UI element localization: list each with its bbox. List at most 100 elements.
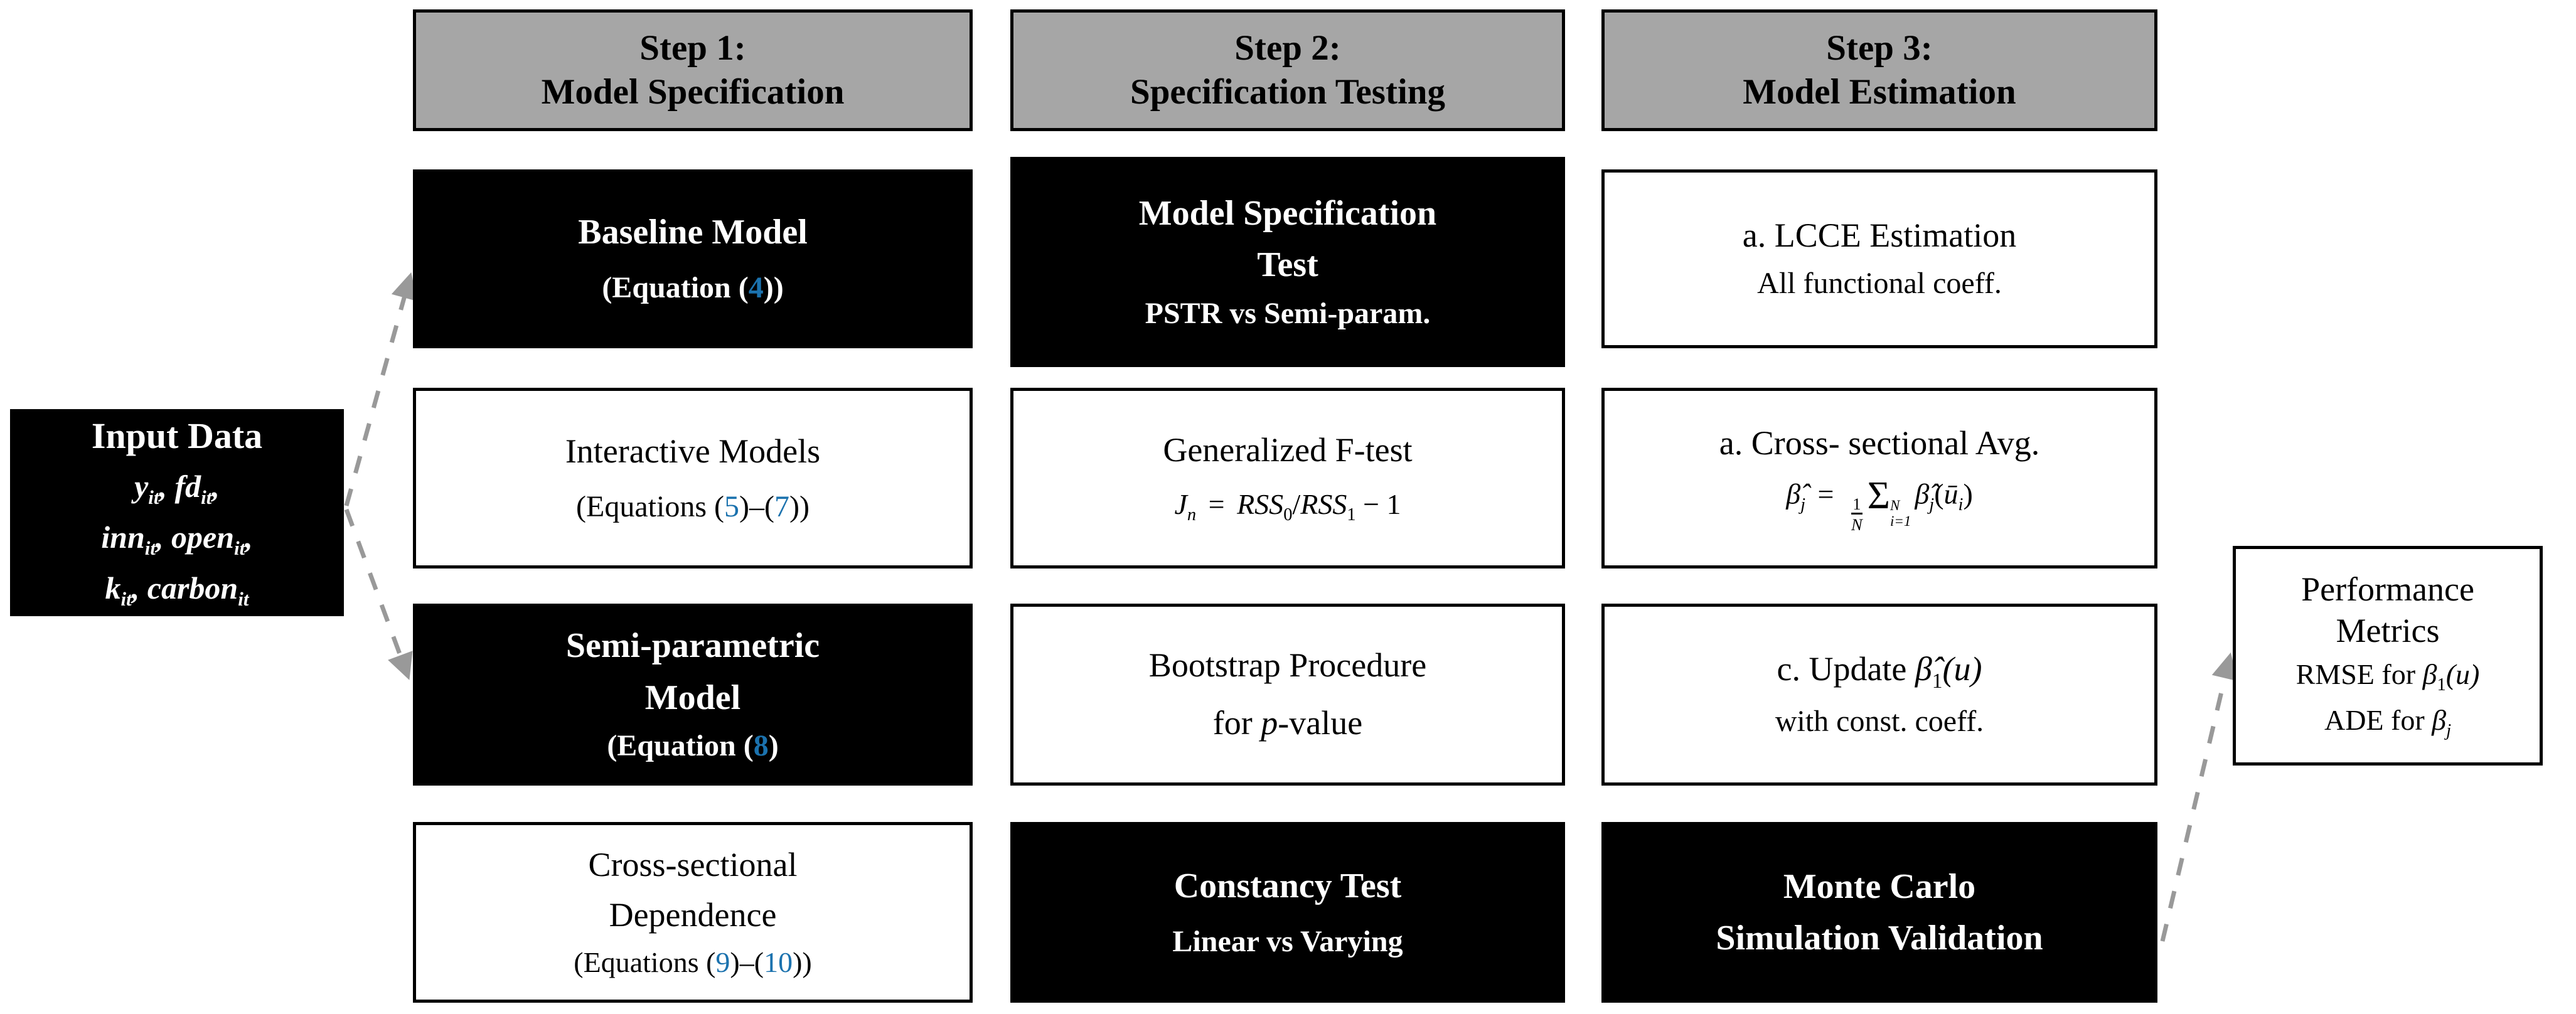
text-segment: -value bbox=[1278, 704, 1363, 742]
step2-header: Step 2: Specification Testing bbox=[1010, 9, 1565, 131]
crossdep-equation-line: (Equations (9)–(10)) bbox=[574, 945, 811, 980]
math-subscript: it bbox=[234, 536, 245, 559]
step3-header-line1: Step 3: bbox=[1826, 28, 1933, 68]
ftest-title: Generalized F-test bbox=[1163, 430, 1413, 469]
equation-text: )) bbox=[793, 946, 812, 978]
spec-test-line3: PSTR vs Semi-param. bbox=[1145, 296, 1431, 330]
math-var: RSS bbox=[1237, 488, 1284, 521]
step3-header: Step 3: Model Estimation bbox=[1601, 9, 2157, 131]
math-subscript: 1 bbox=[1932, 670, 1943, 693]
math-var: β bbox=[2432, 703, 2447, 736]
crossdep-title-line2: Dependence bbox=[609, 895, 777, 934]
input-data-vars-line3: kit, carbonit bbox=[105, 569, 249, 611]
interactive-models-title: Interactive Models bbox=[565, 432, 821, 470]
math-subscript: j bbox=[2446, 721, 2452, 741]
bootstrap-procedure-box: Bootstrap Procedure for p-value bbox=[1010, 604, 1565, 786]
equation-link[interactable]: 9 bbox=[715, 946, 730, 978]
equation-link[interactable]: 7 bbox=[774, 489, 789, 523]
input-data-box: Input Data yit, fdit, innit, openit, kit… bbox=[10, 409, 344, 616]
equation-text: ) bbox=[768, 729, 779, 763]
math-tail: (u) bbox=[1942, 650, 1982, 688]
math-subscript: j bbox=[1800, 495, 1806, 515]
math-slash: / bbox=[1292, 488, 1301, 521]
math-var: k bbox=[105, 570, 121, 606]
performance-rmse-line: RMSE for β1(u) bbox=[2296, 657, 2480, 696]
math-subscript: it bbox=[120, 587, 132, 610]
spec-test-line2: Test bbox=[1257, 245, 1318, 285]
math-paren: ( bbox=[1934, 478, 1944, 511]
constancy-line1: Constancy Test bbox=[1173, 866, 1402, 905]
crossdep-title-line1: Cross-sectional bbox=[588, 846, 798, 884]
ftest-formula: Jn = RSS0/RSS1 − 1 bbox=[1174, 487, 1401, 526]
text-segment: c. Update bbox=[1777, 650, 1915, 688]
text-segment: ADE for bbox=[2324, 703, 2432, 736]
performance-metrics-box: Performance Metrics RMSE for β1(u) ADE f… bbox=[2233, 546, 2543, 766]
montecarlo-line1: Monte Carlo bbox=[1783, 867, 1976, 906]
math-subscript: it bbox=[148, 486, 159, 509]
math-var: , carbon bbox=[131, 570, 238, 606]
step1-header-line1: Step 1: bbox=[639, 28, 746, 68]
step3-header-line2: Model Estimation bbox=[1743, 72, 2016, 112]
equation-text: )–( bbox=[730, 946, 764, 978]
math-comma: , bbox=[211, 469, 220, 504]
summation-upper-limit: N bbox=[1889, 498, 1900, 514]
interactive-models-box: Interactive Models (Equations (5)–(7)) bbox=[413, 388, 973, 568]
math-var: J bbox=[1174, 488, 1187, 521]
equation-text: (Equation ( bbox=[602, 271, 749, 305]
semiparametric-title-line1: Semi-parametric bbox=[565, 626, 820, 666]
math-subscript: 0 bbox=[1283, 505, 1293, 525]
performance-line1: Performance bbox=[2301, 570, 2474, 609]
summation-lower-limit: i=1 bbox=[1889, 513, 1911, 529]
input-data-vars-line2: innit, openit, bbox=[101, 518, 252, 560]
performance-ade-line: ADE for βj bbox=[2324, 703, 2451, 742]
csavg-line1: a. Cross- sectional Avg. bbox=[1719, 424, 2040, 462]
math-subscript: n bbox=[1187, 505, 1197, 525]
math-subscript: it bbox=[201, 486, 212, 509]
math-var: β̂ bbox=[1915, 478, 1930, 511]
math-subscript: it bbox=[144, 536, 156, 559]
baseline-model-box: Baseline Model (Equation (4)) bbox=[413, 169, 973, 348]
lcce-line1: a. LCCE Estimation bbox=[1742, 216, 2017, 255]
equation-link[interactable]: 10 bbox=[764, 946, 793, 978]
arrow-montecarlo-to-performance bbox=[2160, 652, 2238, 942]
math-var: β̂ bbox=[1915, 650, 1932, 688]
semiparametric-title-line2: Model bbox=[644, 678, 741, 717]
equation-text: (Equations ( bbox=[576, 489, 724, 523]
math-subscript: j bbox=[1929, 495, 1935, 515]
math-var: inn bbox=[101, 519, 145, 555]
update-line1: c. Update β̂1(u) bbox=[1777, 649, 1982, 695]
math-equals: = bbox=[1810, 478, 1841, 511]
text-segment: for bbox=[1212, 704, 1261, 742]
lcce-estimation-box: a. LCCE Estimation All functional coeff. bbox=[1601, 169, 2157, 348]
equation-text: (Equations ( bbox=[574, 946, 716, 978]
arrow-input-to-baseline bbox=[344, 272, 417, 506]
equation-link[interactable]: 4 bbox=[748, 271, 764, 305]
step2-header-line2: Specification Testing bbox=[1130, 72, 1445, 112]
fraction-denominator: N bbox=[1851, 513, 1863, 533]
math-tail: − 1 bbox=[1355, 488, 1401, 521]
step1-header-line2: Model Specification bbox=[541, 72, 845, 112]
math-subscript: 1 bbox=[2437, 675, 2446, 695]
constancy-test-box: Constancy Test Linear vs Varying bbox=[1010, 822, 1565, 1003]
baseline-model-equation-line: (Equation (4)) bbox=[602, 270, 783, 307]
math-var: ū bbox=[1943, 478, 1959, 511]
constancy-line2: Linear vs Varying bbox=[1172, 924, 1403, 958]
cross-sectional-dependence-box: Cross-sectional Dependence (Equations (9… bbox=[413, 822, 973, 1003]
math-var: y bbox=[134, 469, 149, 504]
math-var: p bbox=[1261, 704, 1278, 742]
math-subscript: 1 bbox=[1347, 505, 1356, 525]
equation-link[interactable]: 5 bbox=[724, 489, 739, 523]
monte-carlo-box: Monte Carlo Simulation Validation bbox=[1601, 822, 2157, 1003]
equation-link[interactable]: 8 bbox=[753, 729, 769, 763]
equation-text: (Equation ( bbox=[607, 729, 754, 763]
math-subscript: it bbox=[238, 587, 249, 610]
equation-text: )–( bbox=[739, 489, 774, 523]
interactive-models-equation-line: (Equations (5)–(7)) bbox=[576, 489, 810, 526]
summation-sigma: Σ bbox=[1867, 474, 1890, 518]
text-segment: RMSE for bbox=[2295, 658, 2423, 690]
math-paren: ) bbox=[1963, 478, 1973, 511]
